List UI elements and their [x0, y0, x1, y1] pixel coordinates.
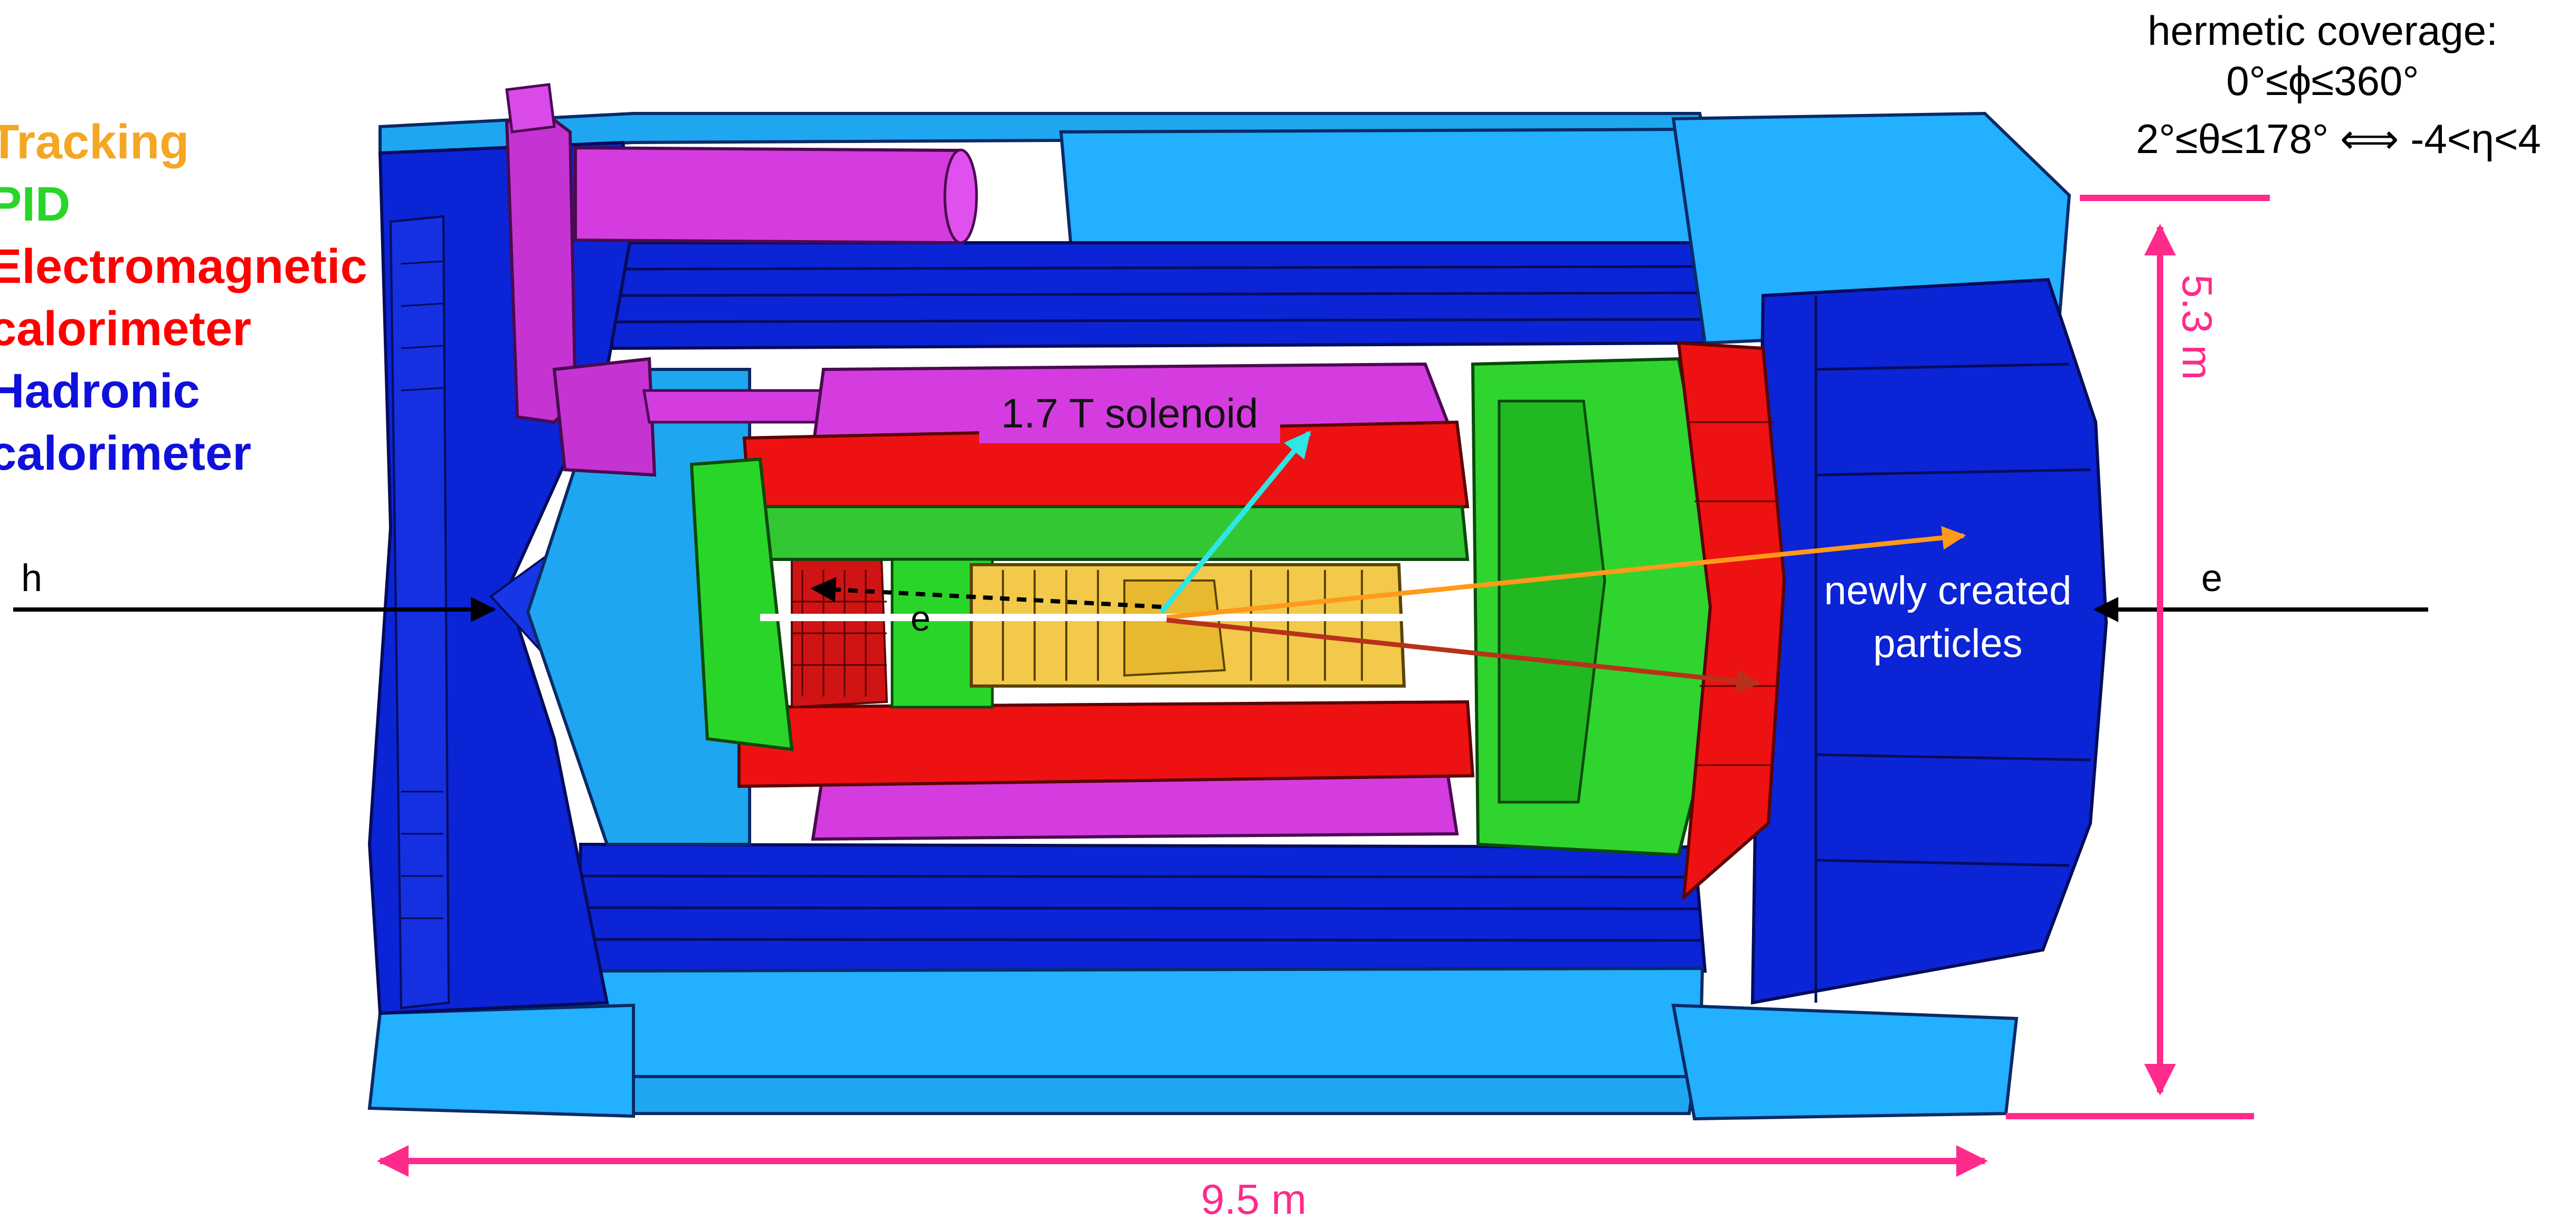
forward-endcap [1671, 111, 2108, 1121]
height-dimension [2006, 195, 2270, 1119]
length-label: 9.5 m [1201, 1176, 1306, 1218]
electron-beam-label: e [2201, 557, 2222, 600]
coverage-title: hermetic coverage: [2147, 7, 2497, 54]
electron-inner-arrow [810, 577, 1162, 609]
electron-inner-label: e [911, 598, 931, 639]
particle-track-dark [1166, 617, 1760, 693]
solenoid-label-box: 1.7 T solenoid [979, 385, 1280, 443]
solenoid-pointer-arrow [1159, 431, 1311, 614]
particles-label-line1: newly created [1824, 568, 2072, 613]
tracking-detectors [970, 563, 1406, 688]
solenoid-label: 1.7 T solenoid [1001, 390, 1258, 436]
legend-em-line1: Electromagnetic [0, 240, 367, 293]
pid-detectors [689, 357, 1712, 857]
forward-em-calorimeter [1677, 341, 1786, 901]
coverage-phi: 0°≤ϕ≤360° [2226, 58, 2419, 104]
legend-pid: PID [0, 177, 71, 231]
outer-barrel-top [378, 112, 1712, 350]
legend-hadronic-line1: Hadronic [0, 364, 200, 418]
legend: Tracking PID Electromagnetic calorimeter… [0, 111, 367, 484]
barrel-em-calorimeter [737, 420, 1475, 788]
outer-barrel-bottom [367, 842, 1707, 1118]
coverage-theta-eta: 2°≤θ≤178° ⟺ -4<η<4 [2136, 116, 2541, 162]
particles-label-line2: particles [1873, 621, 2023, 666]
legend-em-line2: calorimeter [0, 302, 252, 356]
particle-track-orange [1166, 526, 1966, 620]
legend-tracking: Tracking [0, 115, 190, 169]
hadron-beam-label: h [21, 557, 42, 600]
legend-hadronic-line2: calorimeter [0, 426, 252, 480]
height-label: 5.3 m [2174, 274, 2221, 380]
